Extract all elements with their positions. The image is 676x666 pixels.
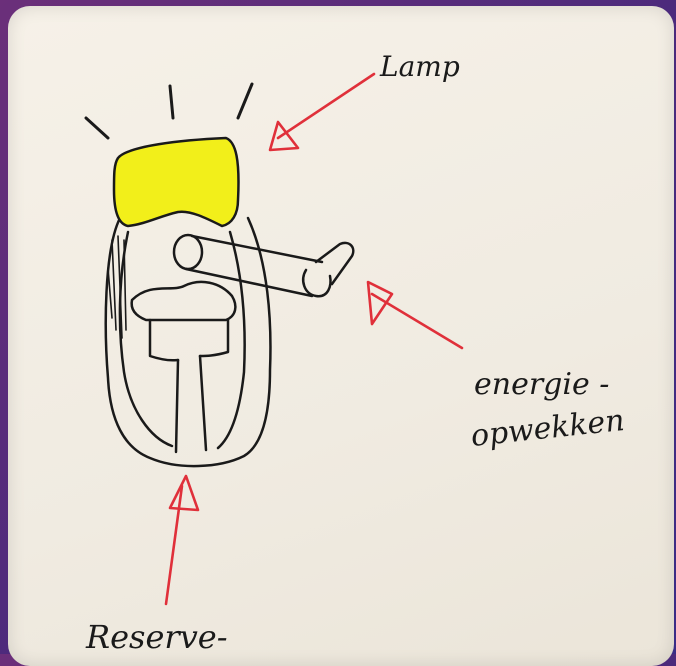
lamp-arrow (278, 74, 374, 138)
reserve-arrowhead (170, 476, 198, 510)
device-body (106, 218, 271, 466)
lamp-label: Lamp (379, 50, 460, 83)
light-rays (86, 84, 252, 138)
reserve-arrow (166, 486, 182, 604)
energy-label-line1: energie - (474, 367, 609, 402)
light-ray-right (238, 84, 252, 118)
light-ray-middle (170, 86, 173, 118)
inner-lining (120, 232, 172, 446)
face-outline (132, 282, 236, 320)
lamp-head (114, 138, 239, 226)
light-ray-left (86, 118, 108, 138)
energy-label-line2: opwekken (469, 403, 626, 454)
reserve-label: Reserve- (85, 618, 228, 654)
